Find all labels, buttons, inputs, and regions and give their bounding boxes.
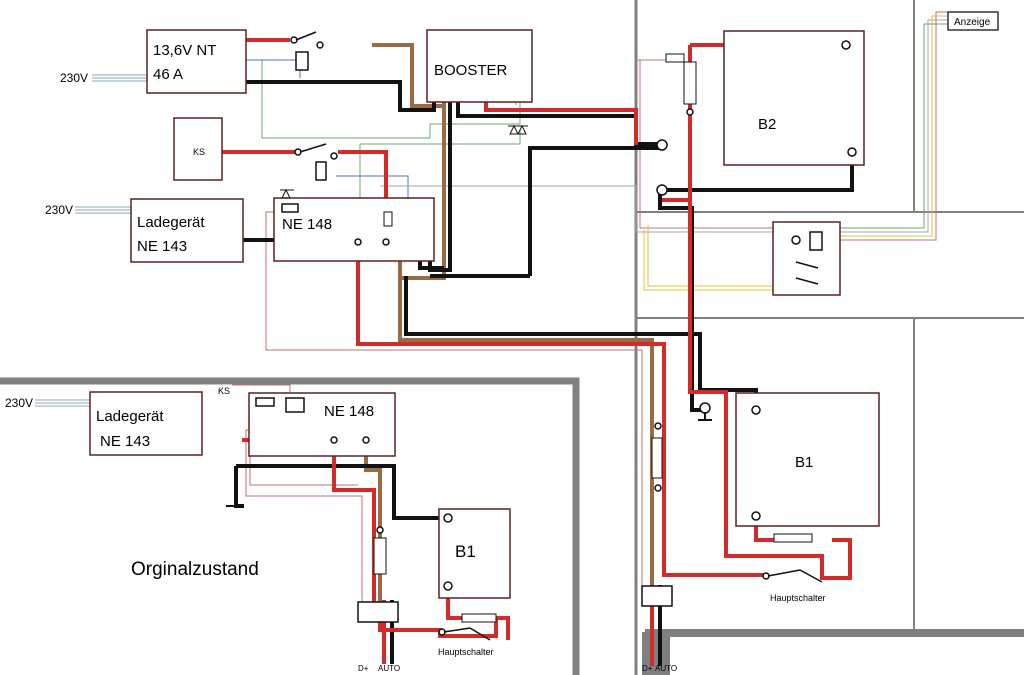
- fuses: [373, 53, 813, 623]
- fuse-b2: [683, 61, 697, 105]
- component-boxes: [89, 11, 999, 599]
- mains-label-1: 230V: [60, 71, 88, 85]
- switches: [290, 31, 823, 641]
- ks-box-top: [173, 117, 223, 181]
- fuse-right-vertical: [651, 437, 663, 479]
- text-labels: 13,6V NT 46 A BOOSTER KS KS 230V 230V 23…: [5, 17, 991, 673]
- charger-bottom-name: Ladegerät: [96, 408, 164, 425]
- main-switch-left-label: Hauptschalter: [438, 647, 494, 657]
- connector-posts: [255, 40, 857, 623]
- b2-battery-box: [723, 30, 865, 166]
- fuse-b1-right: [773, 533, 813, 543]
- ground-symbols: [226, 412, 712, 507]
- black-wires: [234, 80, 854, 666]
- nt-voltage-label: 13,6V NT: [153, 42, 216, 59]
- ne148-top-box: [273, 197, 435, 262]
- charger-bottom-model: NE 143: [100, 433, 150, 450]
- orig-label: Orginalzustand: [131, 559, 259, 580]
- charger-top-model: NE 143: [137, 238, 187, 255]
- fuse-small-top: [665, 53, 685, 63]
- fuse-ne148: [383, 211, 393, 227]
- b2-label: B2: [758, 116, 776, 133]
- ks-top-label: KS: [193, 147, 205, 157]
- charger-top-name: Ladegerät: [137, 214, 205, 231]
- main-switch-right-label: Hauptschalter: [770, 593, 826, 603]
- auto-left-label: AUTO: [378, 664, 400, 673]
- booster-diodes: [280, 124, 528, 199]
- booster-label: BOOSTER: [434, 62, 508, 79]
- ne148-bottom-label: NE 148: [324, 403, 374, 420]
- b1-right-label: B1: [795, 454, 813, 471]
- ne148-top-label: NE 148: [282, 216, 332, 233]
- dplus-right-label: D+: [642, 664, 653, 673]
- ks-bottom-label: KS: [218, 386, 230, 396]
- mains-label-3: 230V: [5, 396, 33, 410]
- charger-top-box: [130, 198, 244, 263]
- auto-right-label: AUTO: [655, 664, 677, 673]
- nt-current-label: 46 A: [153, 66, 183, 83]
- anzeige-box: [947, 11, 999, 31]
- b1-right-battery-box: [735, 392, 880, 527]
- relay-box: [772, 221, 841, 296]
- dplus-left-label: D+: [358, 664, 369, 673]
- b1-left-label: B1: [455, 542, 476, 561]
- mains-label-2: 230V: [45, 203, 73, 217]
- charger-bottom-box: [89, 391, 203, 456]
- power-supply-box: [146, 29, 247, 94]
- booster-box: [426, 29, 533, 103]
- fuse-left-vertical: [373, 537, 387, 575]
- anzeige-label: Anzeige: [954, 17, 991, 28]
- fuse-b1-left: [461, 613, 497, 623]
